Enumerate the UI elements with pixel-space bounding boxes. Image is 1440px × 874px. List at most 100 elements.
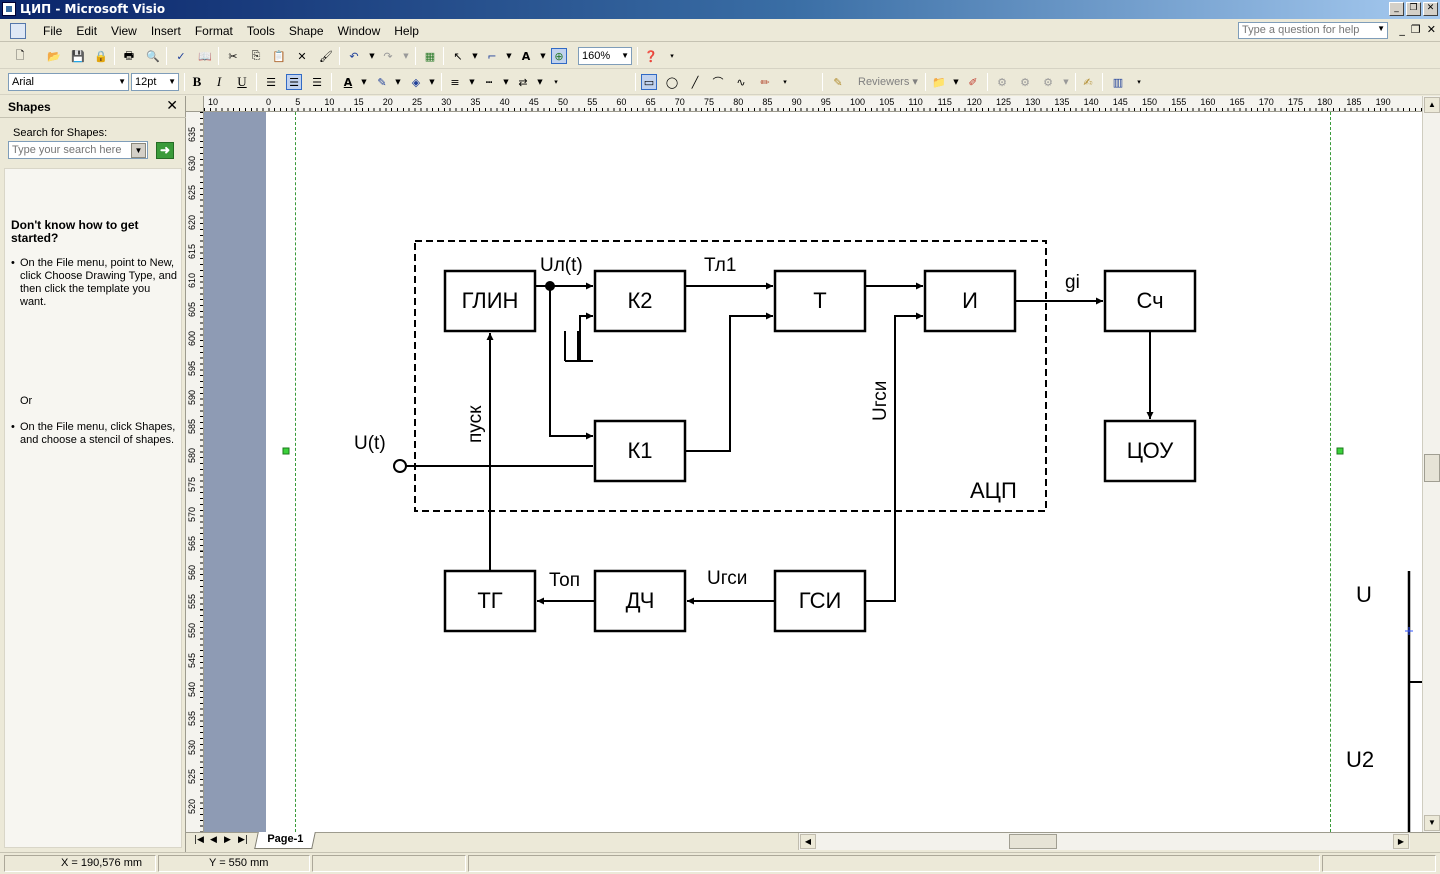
rectangle-tool-icon[interactable]: ▭ (641, 74, 657, 90)
previous-page-icon[interactable]: ◀ (210, 835, 217, 845)
block-dch[interactable] (593, 569, 687, 633)
redo-icon[interactable]: ↷ (383, 49, 393, 63)
line-color-dropdown-icon[interactable]: ▼ (395, 78, 401, 86)
save-icon[interactable]: 💾 (71, 49, 85, 63)
connector-tool-icon[interactable]: ⌐ (487, 49, 497, 63)
undo-icon[interactable]: ↶ (349, 49, 359, 63)
connection-point[interactable] (1405, 627, 1413, 635)
chevron-down-icon[interactable]: ▼ (168, 77, 176, 86)
pointer-dropdown-icon[interactable]: ▼ (472, 52, 478, 60)
selection-handle[interactable] (1336, 447, 1344, 455)
search-shapes-input[interactable] (8, 141, 148, 159)
horizontal-scroll-thumb[interactable] (1009, 834, 1057, 849)
search-go-button[interactable]: ➜ (156, 142, 174, 159)
chevron-down-icon[interactable]: ▼ (131, 143, 146, 158)
horizontal-scrollbar[interactable]: ◀ ▶ (798, 833, 1410, 850)
shapes-window-icon[interactable]: ▦ (424, 49, 436, 63)
chevron-down-icon[interactable]: ▼ (621, 51, 629, 60)
vertical-scrollbar[interactable]: ▲ ▼ (1422, 96, 1440, 832)
cut-icon[interactable]: ✂ (228, 49, 238, 63)
block-k1[interactable] (593, 419, 687, 483)
research-icon[interactable]: 📖 (198, 49, 212, 63)
menu-edit[interactable]: Edit (76, 24, 98, 38)
underline-button[interactable]: U (237, 74, 247, 89)
connector-k1-t[interactable] (685, 312, 773, 452)
font-color-dropdown-icon[interactable]: ▼ (361, 78, 367, 86)
selection-handle[interactable] (282, 447, 290, 455)
text-tool-icon[interactable]: A (521, 49, 531, 63)
block-t[interactable] (773, 269, 867, 333)
block-gsi[interactable] (773, 569, 867, 633)
menu-format[interactable]: Format (194, 24, 233, 38)
line-weight-icon[interactable]: ≡ (450, 75, 460, 89)
ink-dropdown-icon[interactable]: ▼ (953, 78, 959, 86)
help-question-input[interactable]: Type a question for help ▼ (1238, 22, 1388, 39)
doc-minimize-button[interactable]: _ (1399, 23, 1405, 36)
italic-button[interactable]: I (216, 74, 222, 89)
menu-tools[interactable]: Tools (246, 24, 275, 38)
connector-ul-k1[interactable] (549, 286, 593, 440)
next-markup-icon[interactable]: ⚙ (1020, 75, 1030, 89)
spelling-icon[interactable]: ✓ (176, 49, 186, 63)
track-markup-icon[interactable]: ✍ (1083, 75, 1093, 89)
line-weight-dropdown-icon[interactable]: ▼ (469, 78, 475, 86)
menu-view[interactable]: View (111, 24, 137, 38)
block-glin[interactable] (443, 269, 537, 333)
scroll-up-icon[interactable]: ▲ (1424, 97, 1440, 113)
toolbar-options-icon[interactable]: ▾ (1137, 78, 1141, 86)
drawing-canvas[interactable]: ГЛИН К2 Т И Сч К1 ЦОУ ТГ ДЧ ГСИ (204, 112, 1422, 832)
line-tool-icon[interactable]: ╱ (691, 75, 699, 89)
zoom-combo[interactable]: 160% ▼ (578, 47, 632, 65)
pointer-tool-icon[interactable]: ↖ (453, 49, 463, 63)
scroll-right-icon[interactable]: ▶ (1393, 834, 1409, 849)
adc-boundary[interactable] (414, 240, 1047, 512)
visio-app-icon[interactable] (2, 2, 16, 16)
previous-markup-icon[interactable]: ⚙ (997, 75, 1007, 89)
restore-button[interactable]: ❐ (1406, 2, 1421, 16)
connector-dropdown-icon[interactable]: ▼ (506, 52, 512, 60)
reviewing-pane-icon[interactable]: ▥ (1112, 75, 1124, 89)
copy-icon[interactable]: ⎘ (251, 49, 261, 62)
toolbar-options-icon[interactable]: ▾ (783, 78, 787, 86)
block-tg[interactable] (443, 569, 537, 633)
print-icon[interactable]: 🖶 (123, 48, 135, 62)
toolbar-options-icon[interactable]: ▾ (554, 78, 558, 86)
menu-file[interactable]: File (43, 24, 63, 38)
menu-window[interactable]: Window (337, 24, 381, 38)
menu-shape[interactable]: Shape (288, 24, 324, 38)
block-tsou[interactable] (1103, 419, 1197, 483)
doc-restore-button[interactable]: ❐ (1410, 23, 1421, 36)
line-pattern-icon[interactable]: ┅ (485, 75, 493, 89)
ink-folder-icon[interactable]: 📁 (932, 75, 946, 89)
block-k2[interactable] (593, 269, 687, 333)
close-button[interactable]: ✕ (1423, 2, 1438, 16)
redo-dropdown-icon[interactable]: ▼ (403, 52, 409, 60)
fill-color-icon[interactable]: ◈ (411, 75, 421, 89)
scroll-left-icon[interactable]: ◀ (800, 834, 816, 849)
scroll-down-icon[interactable]: ▼ (1424, 815, 1440, 831)
vertical-ruler[interactable] (186, 112, 204, 832)
align-right-icon[interactable]: ☰ (312, 75, 322, 89)
vertical-scroll-thumb[interactable] (1424, 454, 1440, 482)
font-size-combo[interactable]: 12pt ▼ (131, 73, 179, 91)
close-icon[interactable]: ✕ (166, 98, 178, 114)
line-color-icon[interactable]: ✎ (377, 75, 387, 89)
help-icon[interactable]: ❓ (644, 49, 658, 63)
permission-icon[interactable]: 🔒 (94, 49, 108, 63)
paste-icon[interactable]: 📋 (272, 49, 286, 63)
block-i[interactable] (923, 269, 1017, 333)
new-icon[interactable]: 🗋 (15, 48, 25, 62)
first-page-icon[interactable]: |◀ (194, 835, 204, 845)
text-dropdown-icon[interactable]: ▼ (540, 52, 546, 60)
reviewers-dropdown[interactable]: Reviewers ▾ (858, 76, 918, 88)
minimize-button[interactable]: _ (1389, 2, 1404, 16)
next-page-icon[interactable]: ▶ (224, 835, 231, 845)
open-folder-icon[interactable]: 📂 (47, 49, 61, 63)
menu-insert[interactable]: Insert (150, 24, 181, 38)
chevron-down-icon[interactable]: ▼ (118, 77, 126, 86)
document-icon[interactable] (10, 23, 26, 39)
undo-dropdown-icon[interactable]: ▼ (369, 52, 375, 60)
arc-tool-icon[interactable]: ⌒ (712, 76, 724, 89)
format-painter-icon[interactable]: 🖌 (319, 49, 333, 63)
align-left-icon[interactable]: ☰ (266, 75, 276, 89)
